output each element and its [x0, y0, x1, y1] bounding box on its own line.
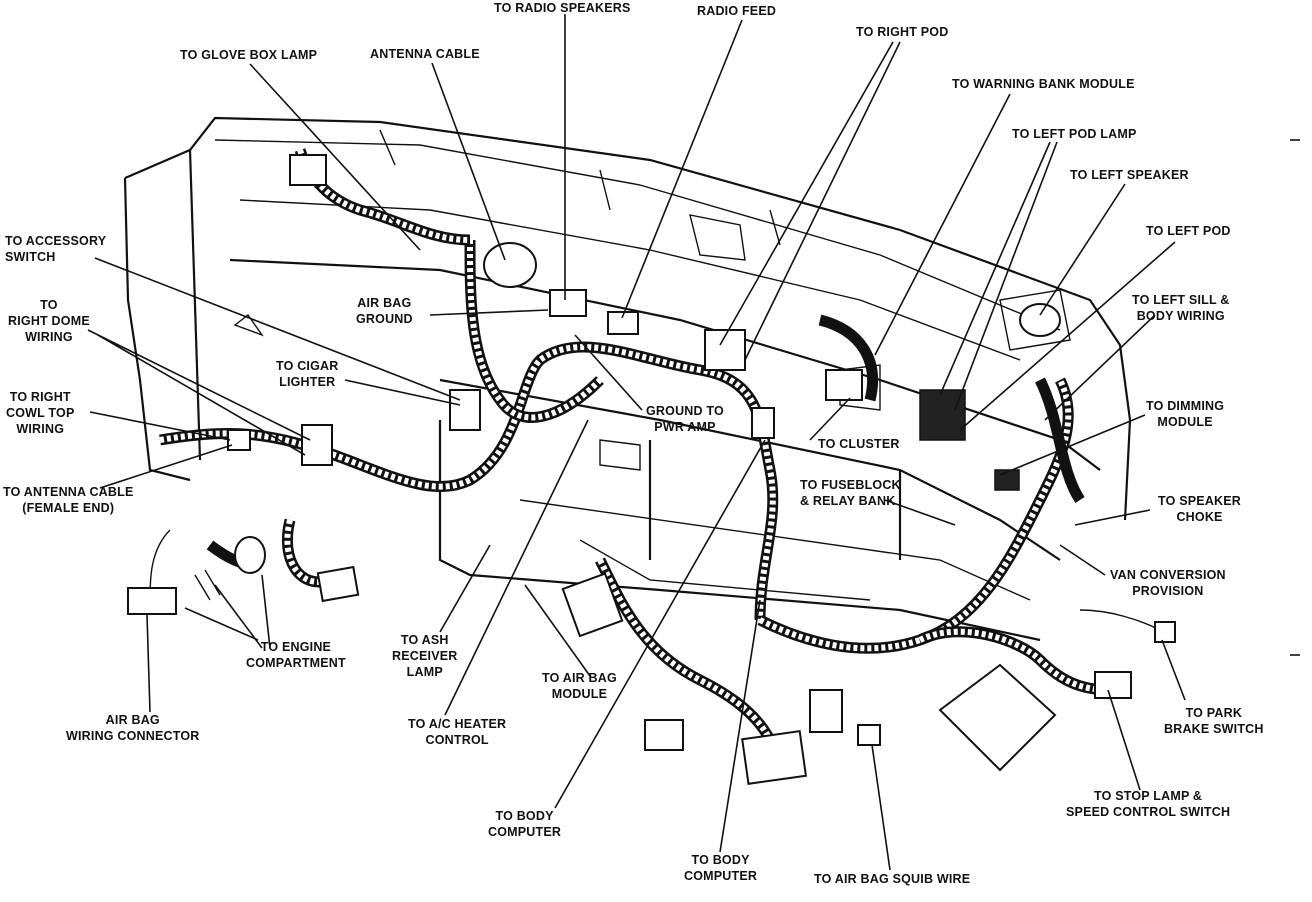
label-ash-receiver-lamp: TO ASH RECEIVER LAMP — [392, 633, 458, 679]
label-right-cowl-top-wiring: TO RIGHT COWL TOP WIRING — [6, 390, 75, 436]
label-engine-compartment: TO ENGINE COMPARTMENT — [246, 640, 346, 670]
label-left-pod-lamp: TO LEFT POD LAMP — [1012, 127, 1137, 141]
label-accessory-switch: TO ACCESSORY SWITCH — [5, 234, 107, 264]
label-left-pod: TO LEFT POD — [1146, 224, 1231, 238]
label-fuseblock-relay-bank: TO FUSEBLOCK & RELAY BANK — [800, 478, 901, 508]
label-stop-lamp-speed-control: TO STOP LAMP & SPEED CONTROL SWITCH — [1066, 789, 1231, 819]
label-body-computer-1: TO BODY COMPUTER — [488, 809, 562, 839]
label-left-sill-body-wiring: TO LEFT SILL & BODY WIRING — [1132, 293, 1230, 323]
label-ground-pwr-amp: GROUND TO PWR AMP — [646, 404, 724, 434]
label-radio-feed: RADIO FEED — [697, 4, 777, 18]
label-glove-box-lamp: TO GLOVE BOX LAMP — [180, 48, 318, 62]
label-air-bag-squib-wire: TO AIR BAG SQUIB WIRE — [814, 872, 971, 886]
connectors — [127, 154, 1176, 785]
label-radio-speakers: TO RADIO SPEAKERS — [494, 1, 631, 15]
label-van-conversion-provision: VAN CONVERSION PROVISION — [1110, 568, 1226, 598]
label-cigar-lighter: TO CIGAR LIGHTER — [276, 359, 339, 389]
label-dimming-module: TO DIMMING MODULE — [1146, 399, 1225, 429]
label-antenna-cable: ANTENNA CABLE — [370, 47, 480, 61]
label-park-brake-switch: TO PARK BRAKE SWITCH — [1164, 706, 1264, 736]
label-body-computer-2: TO BODY COMPUTER — [684, 853, 758, 883]
label-air-bag-module: TO AIR BAG MODULE — [542, 671, 617, 701]
label-right-pod: TO RIGHT POD — [856, 25, 949, 39]
label-air-bag-ground: AIR BAG GROUND — [356, 296, 413, 326]
leader-lines — [87, 14, 1300, 871]
label-left-speaker: TO LEFT SPEAKER — [1070, 168, 1189, 182]
main-harness-bundles — [149, 148, 1161, 743]
label-ac-heater-control: TO A/C HEATER CONTROL — [408, 717, 507, 747]
label-right-dome-wiring: TO RIGHT DOME WIRING — [8, 298, 90, 344]
label-cluster: TO CLUSTER — [818, 437, 900, 451]
label-antenna-cable-female: TO ANTENNA CABLE (FEMALE END) — [3, 485, 134, 515]
label-warning-bank-module: TO WARNING BANK MODULE — [952, 77, 1135, 91]
label-speaker-choke: TO SPEAKER CHOKE — [1158, 494, 1242, 524]
label-air-bag-wiring-connector: AIR BAG WIRING CONNECTOR — [66, 713, 200, 743]
